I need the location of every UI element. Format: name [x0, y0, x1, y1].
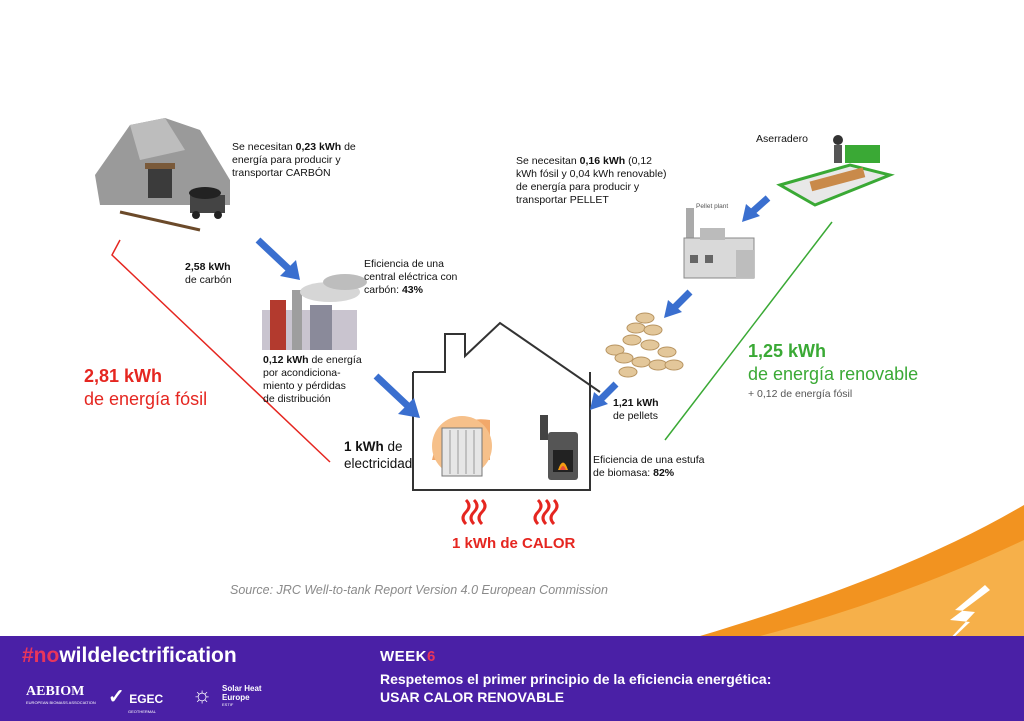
text: carbón:: [364, 284, 402, 296]
renewable-total-label: de energía renovable: [748, 364, 919, 384]
house-outline: [412, 321, 601, 491]
sun-icon: ☼: [192, 682, 213, 707]
stove-icon: [540, 415, 578, 480]
check-icon: ✓: [108, 686, 125, 708]
electricity-text: 1 kWh de electricidad: [344, 438, 412, 472]
text: por acondiciona-: [263, 367, 341, 379]
pellets-amount-text: 1,21 kWh de pellets: [613, 397, 659, 423]
heat-label: 1 kWh de CALOR: [452, 535, 576, 552]
text: de energía para producir y: [516, 181, 640, 193]
source-citation: Source: JRC Well-to-tank Report Version …: [230, 583, 608, 597]
arrow-sawmill-to-pellet: [742, 195, 771, 222]
value: 0,23 kWh: [295, 141, 342, 153]
logo-subtext: GEOTHERMAL: [128, 709, 157, 714]
text: de energía: [308, 354, 362, 366]
text: kWh fósil y 0,04 kWh renovable): [516, 168, 667, 180]
fossil-bracket: [111, 239, 331, 463]
lightning-bolt-icon: [930, 585, 990, 660]
text: energía para producir y: [232, 154, 341, 166]
fossil-total: 2,81 kWh de energía fósil: [84, 365, 207, 411]
subtitle-line2: USAR CALOR RENOVABLE: [380, 689, 565, 705]
logo-text: Solar Heat Europe: [222, 684, 262, 702]
week-number: 6: [427, 648, 436, 665]
week-label: WEEK6: [380, 648, 436, 665]
text: transportar PELLET: [516, 194, 609, 206]
pellet-plant-icon: [683, 208, 755, 279]
text: central eléctrica con: [364, 271, 458, 283]
renewable-bracket: [664, 221, 833, 441]
text: Se necesitan: [516, 155, 580, 167]
heat-waves-icon: [461, 498, 559, 526]
plant-efficiency-text: Eficiencia de una central eléctrica con …: [364, 258, 514, 297]
text: Eficiencia de una estufa: [593, 454, 705, 466]
pellet-plant-label: Pellet plant: [696, 203, 729, 210]
text: de biomasa:: [593, 467, 654, 479]
value: 2,58 kWh: [185, 261, 231, 273]
footer-subtitle: Respetemos el primer principio de la efi…: [380, 670, 771, 706]
hashtag: #nowildelectrification: [22, 644, 237, 668]
sawmill-label: Aserradero: [756, 133, 808, 145]
text: de pellets: [613, 410, 658, 422]
value: 43%: [401, 284, 423, 296]
solar-heat-europe-logo: ☼ Solar Heat Europe ESTIF: [192, 682, 264, 707]
hashtag-no: #no: [22, 644, 60, 667]
value: 1,21 kWh: [613, 397, 659, 409]
logo-subtext: EUROPEAN BIOMASS ASSOCIATION: [26, 700, 96, 705]
pellet-energy-text: Se necesitan 0,16 kWh (0,12 kWh fósil y …: [516, 155, 706, 207]
text: de: [341, 141, 356, 153]
pellets-icon: [605, 312, 684, 378]
hashtag-rest: wildelectrification: [59, 644, 237, 667]
value: 0,16 kWh: [579, 155, 626, 167]
renewable-note: + 0,12 de energía fósil: [748, 388, 853, 400]
value: 82%: [653, 467, 675, 479]
value: 0,12 kWh: [263, 354, 309, 366]
logo-text: AEBIOM: [26, 684, 85, 699]
stove-efficiency-text: Eficiencia de una estufa de biomasa: 82%: [593, 454, 753, 480]
arrow-plant-to-pellets: [664, 289, 693, 318]
arrow-pellets-to-house: [590, 381, 619, 410]
subtitle-line1: Respetemos el primer principio de la efi…: [380, 671, 772, 687]
renewable-total: 1,25 kWh de energía renovable: [748, 340, 918, 386]
coal-mine-icon: [95, 118, 230, 232]
aebiom-logo: AEBIOM EUROPEAN BIOMASS ASSOCIATION: [26, 684, 96, 705]
sawmill-icon: [776, 135, 895, 207]
coal-energy-text: Se necesitan 0,23 kWh de energía para pr…: [232, 141, 412, 180]
text: (0,12: [625, 155, 653, 167]
radiator-icon: [432, 416, 492, 477]
footer-bar: #nowildelectrification WEEK6 Respetemos …: [0, 636, 1024, 721]
week-word: WEEK: [380, 648, 427, 665]
logo-subtext: ESTIF: [222, 702, 234, 707]
renewable-total-value: 1,25 kWh: [748, 341, 827, 361]
fossil-total-label: de energía fósil: [84, 389, 208, 409]
logo-text: EGEC: [129, 692, 164, 706]
text: electricidad: [344, 456, 413, 471]
coal-amount-text: 2,58 kWh de carbón: [185, 261, 232, 287]
text: Eficiencia de una: [364, 258, 444, 270]
fossil-total-value: 2,81 kWh: [84, 366, 163, 386]
losses-text: 0,12 kWh de energía por acondiciona- mie…: [263, 354, 403, 406]
text: Se necesitan: [232, 141, 296, 153]
flow-arrows: [255, 195, 771, 418]
text: de carbón: [185, 274, 232, 286]
text: de distribución: [263, 393, 331, 405]
egec-logo: ✓ EGEC GEOTHERMAL: [108, 684, 163, 714]
text: miento y pérdidas: [263, 380, 346, 392]
power-plant-icon: [262, 274, 367, 350]
text: transportar CARBÓN: [232, 167, 331, 179]
text: de: [383, 439, 403, 454]
value: 1 kWh: [344, 439, 384, 454]
arrow-plant-to-house: [373, 373, 420, 418]
arrow-coal-to-plant: [255, 237, 300, 280]
